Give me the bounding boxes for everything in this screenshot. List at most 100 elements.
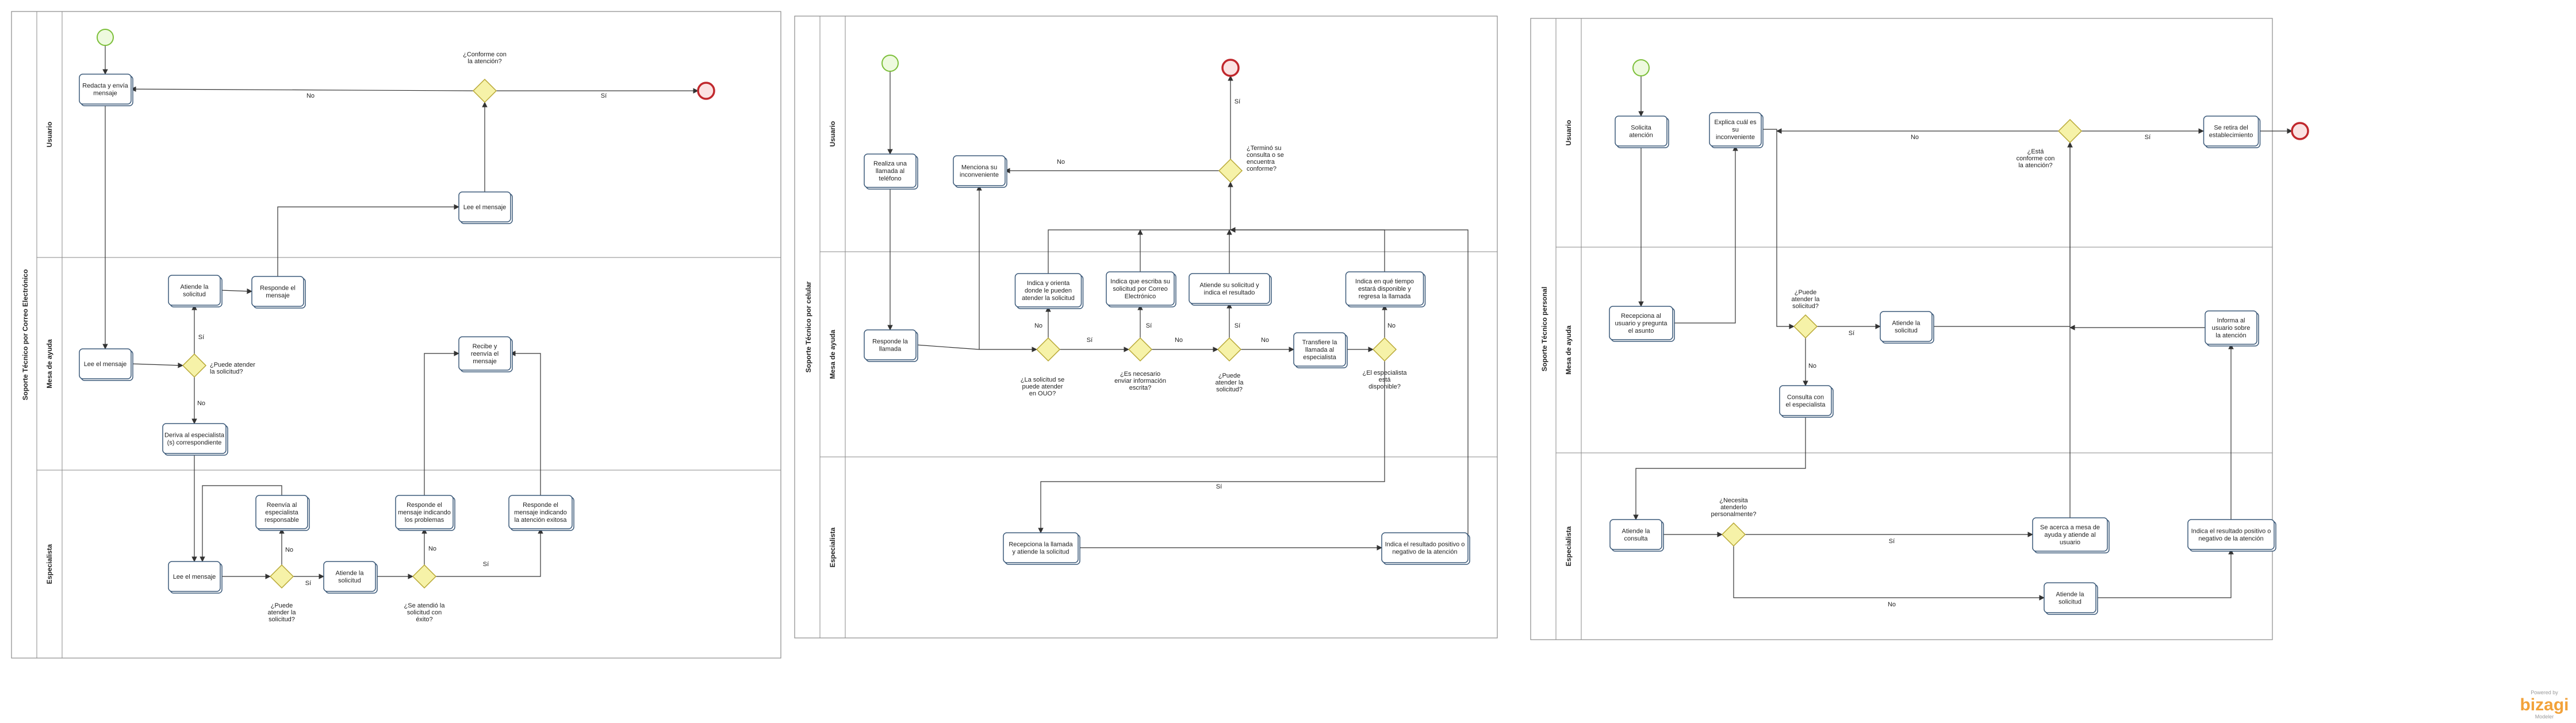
gateway-question-line: ¿Terminó su (1247, 145, 1282, 152)
gateway-diamond (1128, 337, 1153, 362)
start-event[interactable] (97, 29, 114, 46)
end-event[interactable] (1221, 59, 1240, 77)
gateway-question-line: enviar información (1114, 378, 1166, 384)
task-label-line: inconveniente (960, 172, 999, 179)
task-lee_mesa[interactable]: Lee el mensaje (79, 348, 133, 381)
start-event[interactable] (1632, 59, 1650, 76)
task-label-line: Indica que escriba su (1110, 278, 1170, 285)
sequence-flow (277, 204, 459, 276)
task-label-line: usuario y pregunta (1615, 320, 1667, 327)
task-label-line: solicitud (338, 578, 361, 584)
flow-label-si: Sí (198, 334, 204, 341)
flow-label-si: Sí (1235, 322, 1240, 329)
gateway-diamond (182, 353, 207, 378)
gateway-question-line: disponible? (1368, 383, 1401, 390)
end-event[interactable] (2291, 122, 2309, 140)
task-box (251, 276, 304, 307)
sequence-flow (1048, 182, 1233, 274)
task-label-line: ayuda y atiende al (2044, 532, 2095, 539)
gateway-diamond (1721, 522, 1746, 547)
end-event[interactable] (697, 82, 715, 100)
task-label-line: negativo de la atención (2198, 536, 2263, 543)
task-box (2187, 519, 2275, 550)
gateway-question-line: consulta o se (1247, 152, 1284, 159)
task-lee_esp[interactable]: Lee el mensaje (168, 561, 223, 594)
task-label-line: inconveniente (1716, 134, 1755, 141)
task-deriva[interactable]: Deriva al especialista(s) correspondient… (162, 423, 228, 456)
task-label-line: usuario (2060, 539, 2080, 546)
task-box (395, 495, 454, 529)
task-label-line: Atiende la (1892, 320, 1921, 327)
task-box (1609, 306, 1673, 340)
task-label-line: Responde el (407, 502, 442, 509)
gateway-question-line: la solicitud? (210, 368, 243, 375)
task-lee_usuario[interactable]: Lee el mensaje (458, 191, 513, 224)
flow-label-no: No (285, 547, 293, 553)
task-label-line: Transfiere la (1302, 339, 1338, 346)
sequence-flow (220, 288, 252, 294)
task-label-line: Menciona su (961, 164, 997, 171)
task-label-line: Recibe y (473, 343, 497, 350)
start-event[interactable] (881, 55, 899, 72)
gateway-question-line: solicitud? (269, 616, 295, 623)
lane-label-0: Usuario (45, 122, 53, 148)
task-label-line: y atiende la solicitud (1012, 549, 1069, 556)
sequence-flow (1932, 142, 2073, 327)
task-box (79, 348, 132, 379)
task-label-line: Responde el (260, 285, 296, 292)
task-label-line: mensaje (473, 358, 497, 365)
task-label-line: Consulta con (1787, 394, 1824, 401)
task-label-line: Solicita (1631, 125, 1651, 132)
task-label-line: Atiende la (1622, 528, 1651, 535)
